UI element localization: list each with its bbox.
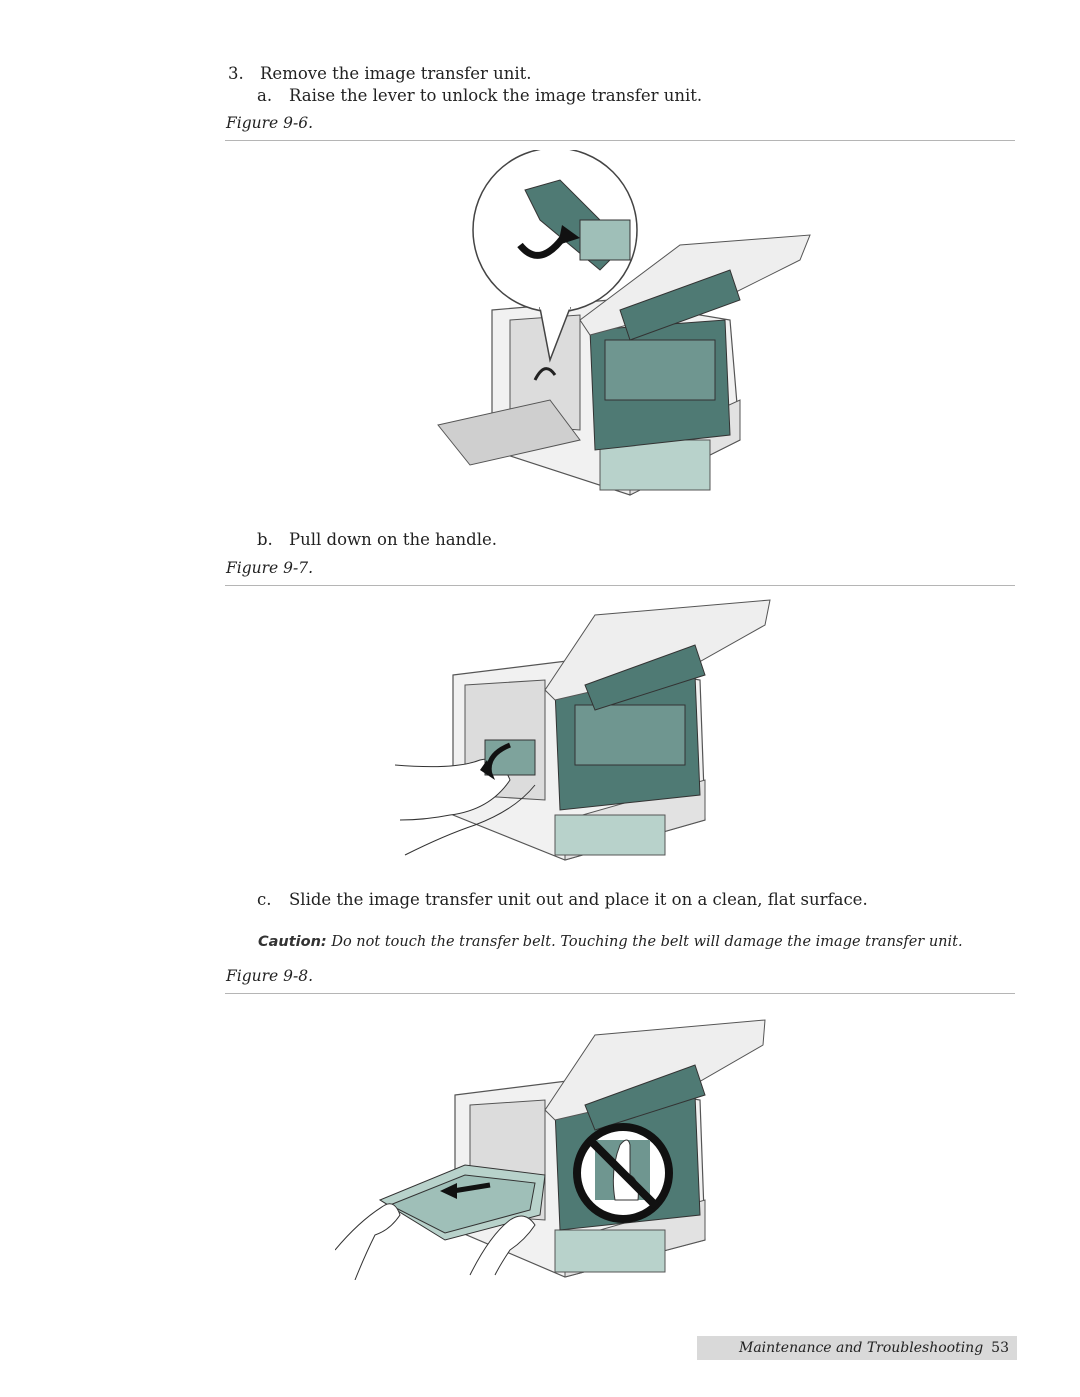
step-b: b. Pull down on the handle. bbox=[257, 530, 497, 549]
figure-9-7-illustration bbox=[395, 599, 771, 861]
printer-cover bbox=[544, 1019, 766, 1131]
substep-letter: b. bbox=[257, 530, 273, 549]
no-touch-icon bbox=[573, 1123, 673, 1223]
step-number: 3. bbox=[228, 64, 244, 83]
figure-divider bbox=[225, 585, 1015, 586]
printer-cover bbox=[579, 234, 811, 341]
figure-label-9-8: Figure 9-8. bbox=[226, 967, 314, 985]
page-number: 53 bbox=[991, 1340, 1009, 1356]
page-footer: Maintenance and Troubleshooting 53 bbox=[697, 1336, 1017, 1360]
caution-label: Caution: bbox=[258, 934, 327, 950]
step-3: 3. Remove the image transfer unit. bbox=[228, 64, 532, 83]
figure-9-8-illustration bbox=[335, 1019, 766, 1280]
substep-letter: c. bbox=[257, 890, 272, 909]
figure-label-9-7: Figure 9-7. bbox=[226, 559, 314, 577]
lever-arrow-small bbox=[533, 367, 557, 381]
transfer-unit bbox=[378, 1164, 546, 1241]
step-c: c. Slide the image transfer unit out and … bbox=[257, 890, 868, 909]
figure-label-9-6: Figure 9-6. bbox=[226, 114, 314, 132]
caution-text: Do not touch the transfer belt. Touching… bbox=[331, 934, 963, 950]
figure-9-6-illustration bbox=[437, 150, 811, 496]
figure-divider bbox=[225, 140, 1015, 141]
substep-text: Pull down on the handle. bbox=[289, 530, 498, 549]
footer-section-title: Maintenance and Troubleshooting bbox=[739, 1340, 984, 1356]
hand bbox=[395, 739, 536, 856]
step-text: Remove the image transfer unit. bbox=[260, 64, 532, 83]
step-a: a. Raise the lever to unlock the image tr… bbox=[257, 86, 702, 105]
caution-note: Caution: Do not touch the transfer belt.… bbox=[258, 934, 963, 950]
printer-cover bbox=[544, 599, 771, 711]
substep-letter: a. bbox=[257, 86, 273, 105]
figure-divider bbox=[225, 993, 1015, 994]
zoom-callout bbox=[472, 150, 638, 363]
substep-text: Slide the image transfer unit out and pl… bbox=[289, 890, 868, 909]
substep-text: Raise the lever to unlock the image tran… bbox=[289, 86, 703, 105]
hands bbox=[335, 1203, 536, 1280]
